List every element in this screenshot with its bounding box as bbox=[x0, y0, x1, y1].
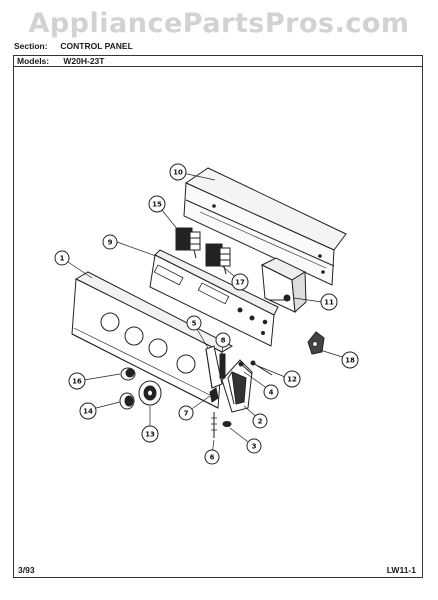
end-bracket-part bbox=[221, 359, 253, 413]
switch-part-17 bbox=[205, 243, 231, 275]
timer-part bbox=[260, 257, 307, 314]
callout-11: 11 bbox=[320, 293, 338, 311]
svg-text:10: 10 bbox=[173, 169, 183, 177]
svg-text:4: 4 bbox=[269, 389, 274, 397]
callout-9: 9 bbox=[102, 234, 118, 250]
models-row bbox=[13, 55, 423, 67]
svg-text:1: 1 bbox=[60, 255, 65, 263]
svg-text:14: 14 bbox=[83, 408, 93, 416]
svg-text:12: 12 bbox=[287, 376, 297, 384]
svg-text:15: 15 bbox=[152, 201, 162, 209]
svg-text:16: 16 bbox=[72, 378, 82, 386]
callout-5: 5 bbox=[186, 315, 202, 331]
screw-part-3 bbox=[222, 421, 232, 427]
callout-2: 2 bbox=[252, 413, 268, 429]
screw-part-6 bbox=[211, 412, 217, 438]
svg-text:17: 17 bbox=[235, 279, 245, 287]
models-line: Models: W20H-23T bbox=[17, 56, 104, 66]
section-line: Section: CONTROL PANEL bbox=[14, 41, 133, 51]
callout-18: 18 bbox=[341, 351, 359, 369]
callout-12: 12 bbox=[283, 370, 301, 388]
callout-6: 6 bbox=[204, 449, 220, 465]
svg-text:11: 11 bbox=[324, 299, 334, 307]
switch-bracket-part-5 bbox=[205, 345, 223, 389]
rear-shield-part bbox=[183, 167, 347, 286]
watermark-text: AppliancePartsPros.com bbox=[28, 8, 410, 39]
console-faceplate-part bbox=[149, 249, 279, 347]
models-label: Models: bbox=[17, 56, 50, 66]
callout-14: 14 bbox=[79, 402, 97, 420]
svg-text:7: 7 bbox=[184, 410, 189, 418]
callout-1: 1 bbox=[54, 250, 70, 266]
clip-part-4 bbox=[238, 361, 253, 375]
bracket-part-18 bbox=[307, 331, 325, 355]
callout-10: 10 bbox=[169, 163, 187, 181]
svg-text:18: 18 bbox=[345, 357, 355, 365]
callout-16: 16 bbox=[68, 372, 86, 390]
clip-part-7 bbox=[209, 387, 219, 403]
footer-code: LW11-1 bbox=[386, 565, 416, 575]
models-value: W20H-23T bbox=[63, 56, 105, 66]
screw-part-12 bbox=[250, 360, 273, 376]
callout-8: 8 bbox=[215, 332, 231, 348]
dial-knob-part-13 bbox=[138, 380, 162, 406]
spacer-part-8 bbox=[219, 353, 226, 379]
svg-text:2: 2 bbox=[258, 418, 263, 426]
section-value: CONTROL PANEL bbox=[60, 41, 133, 51]
svg-text:3: 3 bbox=[252, 443, 257, 451]
callout-7: 7 bbox=[178, 405, 194, 421]
knob-part-16 bbox=[120, 367, 136, 381]
svg-text:8: 8 bbox=[221, 337, 226, 345]
footer-date: 3/93 bbox=[18, 565, 35, 575]
section-label: Section: bbox=[14, 41, 48, 51]
control-panel-part bbox=[71, 271, 234, 409]
callout-17: 17 bbox=[231, 273, 249, 291]
knob-part-14 bbox=[119, 392, 135, 410]
switch-part-15 bbox=[175, 227, 201, 259]
svg-text:6: 6 bbox=[210, 454, 215, 462]
diagram-frame bbox=[13, 55, 423, 578]
svg-text:9: 9 bbox=[108, 239, 113, 247]
callout-4: 4 bbox=[263, 384, 279, 400]
callout-13: 13 bbox=[141, 425, 159, 443]
callout-15: 15 bbox=[148, 195, 166, 213]
svg-text:13: 13 bbox=[145, 431, 155, 439]
svg-text:5: 5 bbox=[192, 320, 197, 328]
callout-3: 3 bbox=[246, 438, 262, 454]
